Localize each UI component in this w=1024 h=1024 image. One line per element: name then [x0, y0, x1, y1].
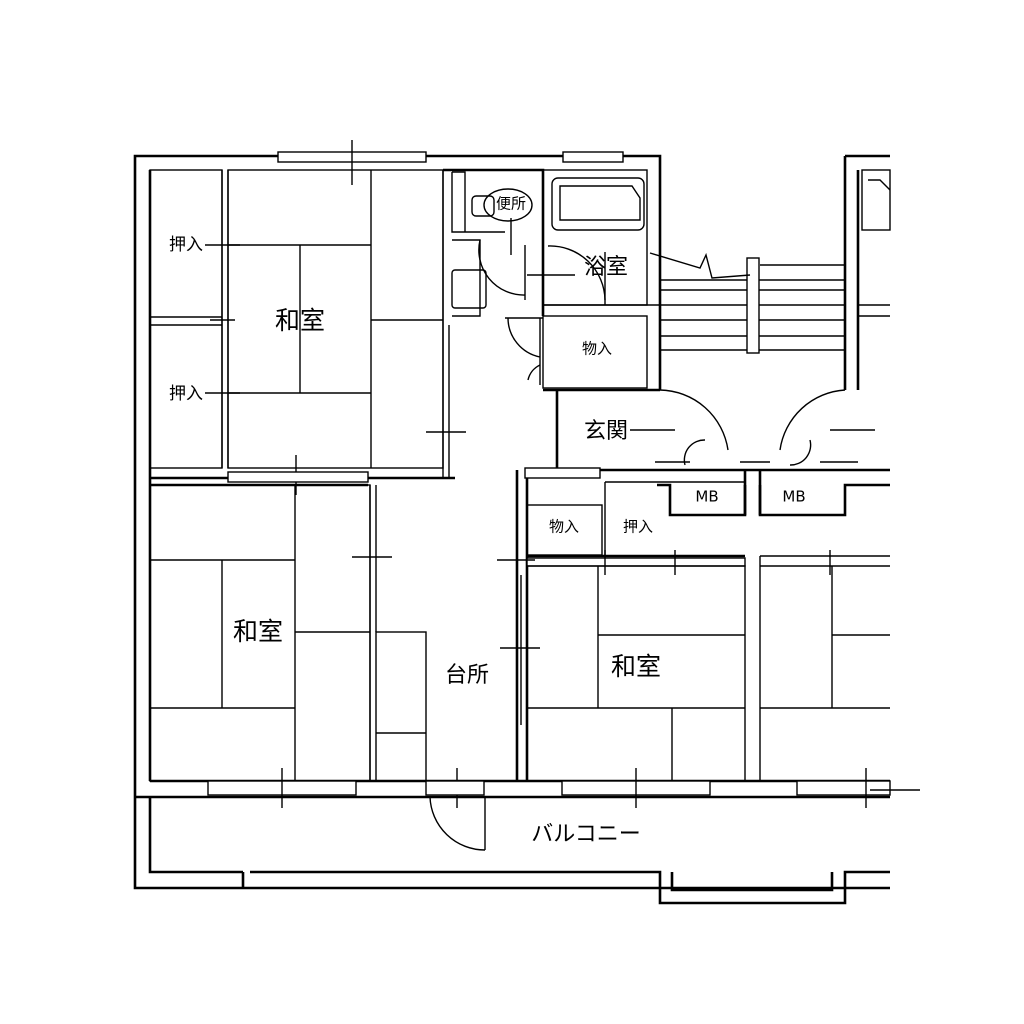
mid-wall	[150, 471, 455, 487]
washitsu-right-tatami	[500, 565, 746, 782]
label-genkan: 玄関	[584, 419, 628, 444]
label-mb-left: MB	[695, 488, 718, 506]
label-yokushitsu: 浴室	[584, 255, 628, 280]
label-washitsu-right: 和室	[611, 652, 661, 681]
label-washitsu-left: 和室	[233, 617, 283, 646]
mb-boxes	[657, 470, 890, 517]
room-labels: 和室 押入 押入 便所 浴室 物入 玄関 MB MB 物入 押入 和室 台所 和…	[169, 195, 806, 848]
label-monoire-top: 物入	[582, 340, 612, 358]
label-balcony: バルコニー	[531, 822, 641, 847]
label-oshiire-upper: 押入	[169, 235, 203, 255]
label-oshiire-lower: 押入	[169, 384, 203, 404]
monoire-top	[505, 304, 660, 389]
stair-corridor	[649, 252, 845, 354]
label-benjo: 便所	[496, 195, 526, 213]
label-washitsu-top: 和室	[275, 306, 325, 335]
label-daidokoro: 台所	[445, 663, 489, 688]
washitsu-top-tatami	[227, 169, 466, 495]
label-oshiire-mid: 押入	[623, 518, 653, 536]
toilet-area	[443, 168, 545, 317]
neighbour-washitsu	[759, 550, 890, 781]
neighbour-top	[779, 169, 891, 466]
label-monoire-mid: 物入	[549, 518, 579, 536]
label-mb-right: MB	[782, 488, 805, 506]
kitchen-counter	[375, 631, 427, 782]
washitsu-left-tatami	[149, 484, 392, 782]
bathroom	[527, 169, 648, 306]
mid-storage	[497, 467, 746, 781]
bottom-windows	[207, 768, 920, 808]
genkan	[543, 388, 890, 472]
balcony-door	[425, 780, 486, 851]
top-windows	[277, 140, 624, 185]
balcony-outline	[133, 797, 890, 905]
closet-block-left	[149, 169, 240, 469]
